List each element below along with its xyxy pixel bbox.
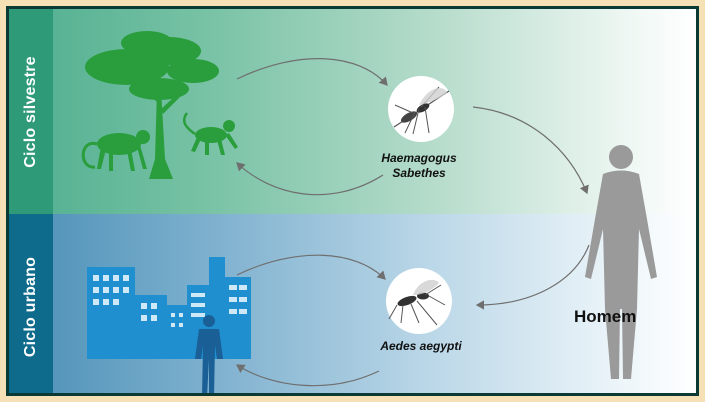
arrow-city-to-mosquito <box>236 254 386 280</box>
monkey-icon <box>183 112 238 155</box>
sylvan-cycle-label-bar: Ciclo silvestre <box>9 9 53 214</box>
arrow-human-to-mosquito <box>475 244 590 310</box>
mosquito-urban-icon <box>386 268 452 334</box>
sylvan-vector-genus-2: Sabethes <box>392 166 446 180</box>
host-label: Homem <box>574 307 637 326</box>
urban-vector-caption: Aedes aegypti <box>380 339 462 353</box>
arrow-sylvan-to-mosquito <box>236 58 388 86</box>
diagram-artwork <box>81 31 657 393</box>
urban-cycle-label-bar: Ciclo urbano <box>9 214 53 393</box>
sylvan-vector-genus-1: Haemagogus <box>381 151 457 165</box>
arrow-mosquito-to-human <box>472 106 589 195</box>
mosquito-sylvan-icon <box>388 76 454 142</box>
human-icon <box>585 145 657 379</box>
arrow-mosquito-to-primates <box>236 162 384 196</box>
tree-icon <box>85 31 219 179</box>
city-icon <box>87 257 251 359</box>
sylvan-vector-caption: Haemagogus Sabethes <box>369 151 469 181</box>
urban-human-icon <box>195 315 223 393</box>
diagram-frame: Ciclo silvestre Ciclo urbano <box>6 6 699 396</box>
arrow-mosquito-to-city <box>235 364 380 387</box>
monkey-icon <box>81 130 150 171</box>
cycle-arrows <box>235 58 590 387</box>
